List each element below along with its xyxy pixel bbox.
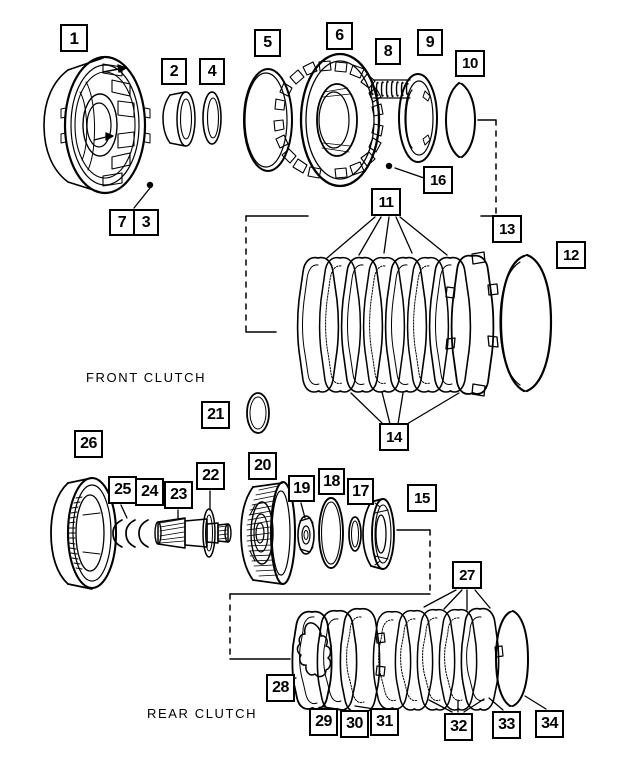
callout-20[interactable]: 20 xyxy=(248,452,277,480)
callout-29[interactable]: 29 xyxy=(309,708,338,736)
part-22-input-shaft xyxy=(154,508,232,558)
clutch-plate xyxy=(296,256,340,393)
part-1-front-clutch-drum xyxy=(43,55,151,195)
bracket-front-stack xyxy=(245,215,309,333)
part-10-snap-ring xyxy=(445,82,476,158)
callout-27[interactable]: 27 xyxy=(452,561,482,589)
callout-15[interactable]: 15 xyxy=(407,484,437,512)
part-18-piston-seal xyxy=(318,497,344,569)
part-11-14-front-plate-stack xyxy=(296,251,553,397)
clutch-friction-disc xyxy=(406,256,450,393)
callout-3[interactable]: 3 xyxy=(133,209,159,236)
part-2-bushing xyxy=(162,91,196,147)
clutch-plate xyxy=(428,256,472,393)
leader-line-7-3 xyxy=(133,187,151,209)
callout-19[interactable]: 19 xyxy=(288,475,315,502)
callout-4[interactable]: 4 xyxy=(199,58,225,85)
callout-12[interactable]: 12 xyxy=(556,241,586,269)
callout-24[interactable]: 24 xyxy=(135,478,164,506)
part-12-pressure-plate xyxy=(499,253,553,393)
part-6-clutch-piston xyxy=(273,52,384,188)
part-5-seal-ring xyxy=(243,68,293,172)
part-26-bearing-race xyxy=(50,476,118,590)
clutch-plate xyxy=(384,256,428,393)
callout-6[interactable]: 6 xyxy=(326,22,353,50)
callout-11[interactable]: 11 xyxy=(371,188,401,216)
callout-22[interactable]: 22 xyxy=(196,462,225,490)
label-rear-clutch: REAR CLUTCH xyxy=(147,706,258,721)
callout-5[interactable]: 5 xyxy=(254,29,281,57)
callout-31[interactable]: 31 xyxy=(370,708,399,736)
callout-10[interactable]: 10 xyxy=(455,50,485,77)
callout-18[interactable]: 18 xyxy=(318,468,345,495)
leader-line-19 xyxy=(300,502,306,519)
part-31-steel-plate xyxy=(339,607,386,713)
part-16-dot xyxy=(385,162,393,170)
bracket-rear-stack xyxy=(229,593,431,660)
part-17-o-ring xyxy=(348,516,362,552)
leader-lines-27 xyxy=(423,589,491,611)
leader-line-16 xyxy=(394,167,425,179)
bracket-13 xyxy=(477,119,498,217)
callout-1[interactable]: 1 xyxy=(60,24,88,52)
callout-7[interactable]: 7 xyxy=(109,209,135,236)
callout-2[interactable]: 2 xyxy=(161,58,187,85)
clutch-friction-disc xyxy=(318,256,362,393)
part-25-snap-rings xyxy=(112,519,149,548)
clutch-friction-disc xyxy=(362,256,406,393)
callout-9[interactable]: 9 xyxy=(417,29,443,56)
callout-30[interactable]: 30 xyxy=(340,710,369,738)
part-3-dot xyxy=(146,181,154,189)
bracket-15 xyxy=(396,529,431,593)
callout-21[interactable]: 21 xyxy=(201,401,230,429)
callout-32[interactable]: 32 xyxy=(444,713,473,741)
callout-34[interactable]: 34 xyxy=(535,710,564,738)
leader-line-25 xyxy=(120,504,128,519)
part-21-seal-ring xyxy=(246,392,270,434)
callout-25[interactable]: 25 xyxy=(108,476,137,504)
part-33-steel-plate xyxy=(460,607,500,711)
label-front-clutch: FRONT CLUTCH xyxy=(86,370,207,385)
callout-14[interactable]: 14 xyxy=(379,423,409,451)
clutch-plate xyxy=(340,256,384,393)
callout-13[interactable]: 13 xyxy=(492,215,522,243)
part-20-rear-clutch-hub xyxy=(240,481,296,585)
part-19-thrust-washer xyxy=(297,515,315,555)
callout-8[interactable]: 8 xyxy=(375,38,401,65)
part-15-piston-retainer xyxy=(362,498,395,570)
callout-16[interactable]: 16 xyxy=(423,166,453,194)
part-28-rear-clutch-piston xyxy=(291,610,333,710)
callout-23[interactable]: 23 xyxy=(164,481,193,509)
callout-17[interactable]: 17 xyxy=(347,478,374,505)
part-4-thrust-washer xyxy=(202,91,222,145)
part-34-pressure-plate xyxy=(494,610,529,707)
callout-26[interactable]: 26 xyxy=(74,430,103,458)
callout-33[interactable]: 33 xyxy=(492,711,521,739)
leader-lines-14 xyxy=(350,391,460,425)
part-28-34-rear-plate-stack xyxy=(291,607,529,713)
callout-28[interactable]: 28 xyxy=(266,674,295,702)
leader-lines-11 xyxy=(326,216,448,259)
part-9-spring-retainer xyxy=(398,73,438,163)
part-13-snap-ring-stack xyxy=(445,251,499,397)
